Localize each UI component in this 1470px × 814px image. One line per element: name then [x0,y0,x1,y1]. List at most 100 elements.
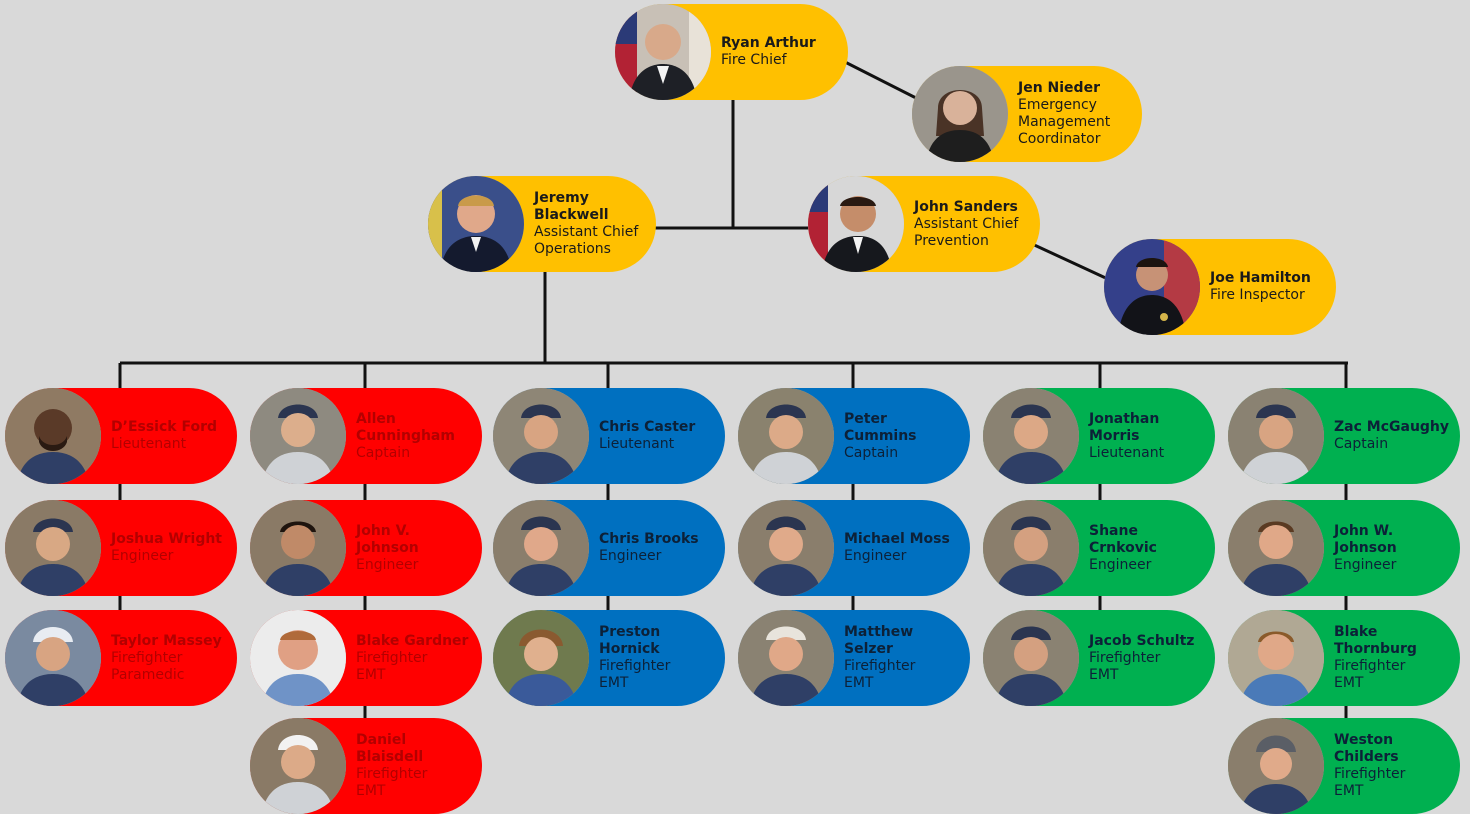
person-name: Michael Moss [844,531,950,547]
node-text: Michael Moss Engineer [844,500,962,596]
portrait-avatar [738,500,834,596]
portrait-avatar [1104,239,1200,335]
person-title: Lieutenant [1089,444,1165,461]
org-node-jacob-schultz: Jacob Schultz Firefighter EMT [983,610,1215,706]
org-node-blake-thornburg: Blake Thornburg Firefighter EMT [1228,610,1460,706]
portrait-avatar [493,500,589,596]
person-title: Engineer [1334,556,1397,573]
org-node-michael-moss: Michael Moss Engineer [738,500,970,596]
person-title: Management [1018,114,1111,130]
person-title: Engineer [111,548,174,564]
portrait-avatar [1228,500,1324,596]
node-text: John W. Johnson Engineer [1334,500,1452,596]
node-text: Shane Crnkovic Engineer [1089,500,1207,596]
node-text: John Sanders Assistant Chief Prevention [914,176,1032,272]
node-text: Preston Hornick Firefighter EMT [599,610,717,706]
org-node-john-sanders: John Sanders Assistant Chief Prevention [808,176,1040,272]
person-title: Firefighter [356,766,428,782]
node-text: Ryan Arthur Fire Chief [721,4,840,100]
portrait-avatar [5,610,101,706]
person-title: EMT [356,666,386,683]
portrait-avatar [983,388,1079,484]
person-title: Assistant Chief [534,224,639,240]
person-name: Joshua Wright [111,531,222,547]
node-text: Joshua Wright Engineer [111,500,229,596]
person-title: Engineer [599,548,662,564]
portrait-avatar [983,500,1079,596]
person-title: EMT [844,675,874,691]
person-title: EMT [1089,666,1119,683]
person-title: Lieutenant [111,436,187,452]
portrait-avatar [250,718,346,814]
person-title: EMT [1334,675,1364,691]
node-text: Zac McGaughy Captain [1334,388,1452,484]
node-text: Jonathan Morris Lieutenant [1089,388,1207,484]
person-name: John W. Johnson [1334,522,1397,556]
node-text: Allen Cunningham Captain [356,388,474,484]
person-name: Chris Caster [599,419,696,435]
person-name: Weston Childers [1334,732,1399,765]
portrait-avatar [493,610,589,706]
node-text: John V. Johnson Engineer [356,500,474,596]
person-title: Engineer [844,548,907,564]
person-title: EMT [1334,783,1364,799]
person-title: Captain [1334,436,1389,452]
person-title: Assistant Chief [914,215,1019,232]
portrait-avatar [250,388,346,484]
person-name: Matthew Selzer [844,624,914,657]
person-title: Engineer [1089,556,1152,573]
org-node-weston-childers: Weston Childers Firefighter EMT [1228,718,1460,814]
org-node-chris-brooks: Chris Brooks Engineer [493,500,725,596]
person-name: John V. Johnson [356,522,419,556]
node-text: D’Essick Ford Lieutenant [111,388,229,484]
node-text: Weston Childers Firefighter EMT [1334,718,1452,814]
person-title: Coordinator [1018,131,1101,147]
org-node-dessick-ford: D’Essick Ford Lieutenant [5,388,237,484]
person-title: Fire Inspector [1210,287,1305,303]
person-title: EMT [356,783,386,799]
person-name: Daniel Blaisdell [356,732,424,765]
portrait-avatar [1228,718,1324,814]
node-text: Blake Gardner Firefighter EMT [356,610,474,706]
person-name: Preston Hornick [599,624,661,657]
org-node-taylor-massey: Taylor Massey Firefighter Paramedic [5,610,237,706]
person-title: EMT [599,675,629,691]
node-text: Daniel Blaisdell Firefighter EMT [356,718,474,814]
portrait-avatar [1228,388,1324,484]
person-name: Peter Cummins [844,410,917,444]
org-node-jonathan-morris: Jonathan Morris Lieutenant [983,388,1215,484]
person-title: Engineer [356,556,419,573]
person-name: Allen Cunningham [356,410,455,444]
person-name: John Sanders [914,198,1018,215]
person-name: Zac McGaughy [1334,419,1450,435]
node-text: Joe Hamilton Fire Inspector [1210,239,1328,335]
org-node-allen-cunningham: Allen Cunningham Captain [250,388,482,484]
person-title: Lieutenant [599,436,675,452]
person-title: Firefighter [1334,658,1406,674]
org-node-peter-cummins: Peter Cummins Captain [738,388,970,484]
person-title: Firefighter [599,658,671,674]
org-node-blake-gardner: Blake Gardner Firefighter EMT [250,610,482,706]
person-name: Jonathan Morris [1089,410,1160,444]
person-name: Jen Nieder [1018,80,1100,96]
person-title: Captain [356,444,411,461]
person-name: Jeremy Blackwell [534,190,609,223]
person-title: Operations [534,241,611,257]
portrait-avatar [250,500,346,596]
person-name: Jacob Schultz [1089,632,1195,649]
portrait-avatar [738,388,834,484]
portrait-avatar [738,610,834,706]
portrait-avatar [1228,610,1324,706]
portrait-avatar [493,388,589,484]
person-name: Chris Brooks [599,531,699,547]
person-title: Firefighter [1089,649,1161,666]
person-name: Blake Gardner [356,632,469,649]
org-node-matthew-selzer: Matthew Selzer Firefighter EMT [738,610,970,706]
org-node-zac-mcgaughy: Zac McGaughy Captain [1228,388,1460,484]
person-name: Blake Thornburg [1334,624,1417,657]
person-title: Paramedic [111,666,185,683]
org-node-joshua-wright: Joshua Wright Engineer [5,500,237,596]
person-title: Emergency [1018,97,1097,113]
node-text: Jeremy Blackwell Assistant Chief Operati… [534,176,648,272]
person-name: D’Essick Ford [111,419,217,435]
